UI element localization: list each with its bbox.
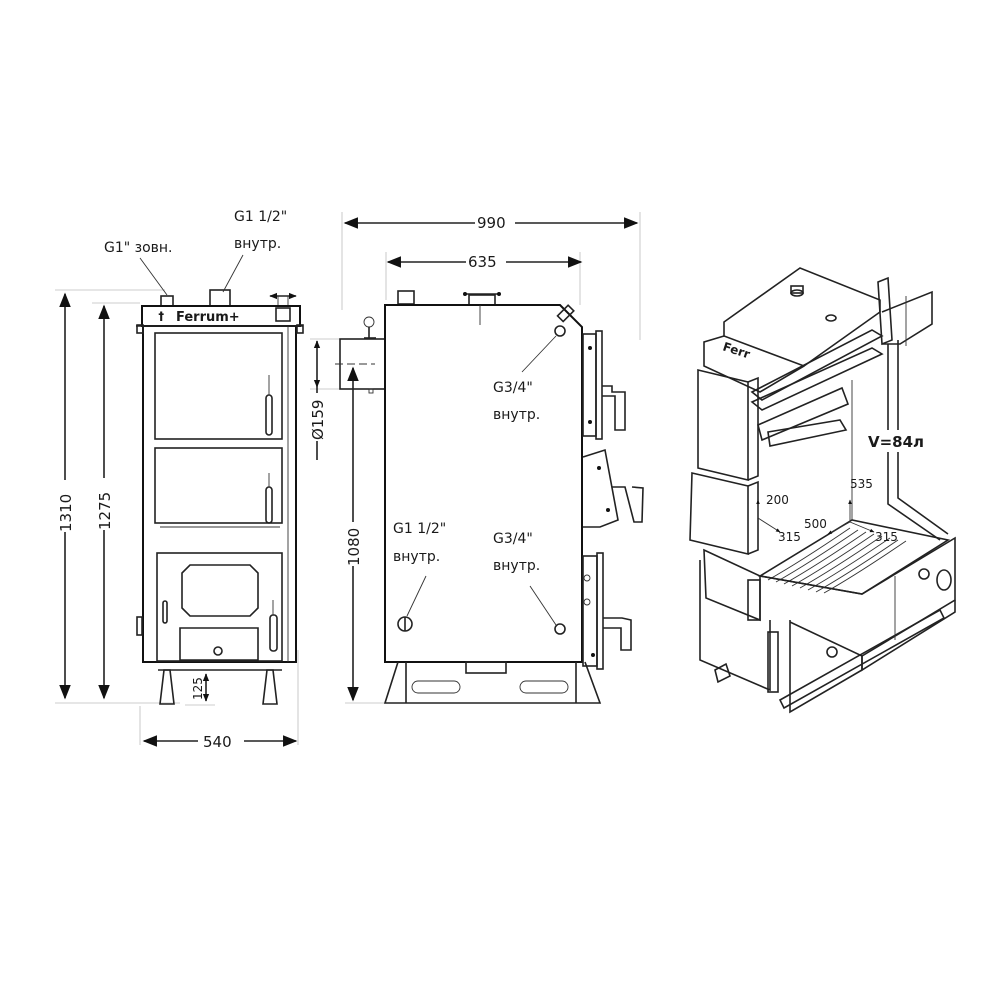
front-brand-text: Ferrum+	[176, 310, 240, 325]
g1-fitting	[160, 295, 174, 307]
middle-door	[154, 447, 283, 524]
dim-1275-label: 1275	[96, 492, 114, 530]
g1-callout-label: G1" зовн.	[104, 240, 173, 256]
side-body	[384, 304, 583, 663]
dim-990-label: 990	[477, 214, 506, 232]
iso-middle-door	[689, 471, 749, 556]
iso-upper-door	[697, 368, 749, 482]
upper-door	[154, 332, 283, 440]
top-fitting-line2: внутр.	[493, 407, 540, 423]
iso-brand-text: Ferr	[721, 340, 752, 362]
iso-volume-label: V=84л	[868, 433, 924, 451]
isometric-view: Ferr	[689, 267, 956, 714]
air-regulator-knob	[213, 646, 223, 656]
g112-callout-line1: G1 1/2"	[234, 209, 287, 225]
dim-125-label: 125	[191, 677, 205, 700]
door-profiles	[582, 330, 644, 670]
bottom-fitting-line2: внутр.	[493, 558, 540, 574]
iso-dim-315-left: 315	[778, 530, 801, 544]
iso-dim-500: 500	[804, 517, 827, 531]
front-body	[142, 325, 297, 663]
front-leg-right	[262, 669, 278, 705]
front-view: ꝉ Ferrum+ G1" зовн. G1 1/2" внутр. 1310 …	[55, 209, 304, 751]
dim-1080-label: 1080	[345, 528, 363, 566]
drain-fitting-bottom	[554, 623, 566, 635]
bottom-fitting-line1: G3/4"	[493, 531, 533, 547]
iso-dim-535: 535	[850, 477, 873, 491]
dim-635-label: 635	[468, 253, 497, 271]
front-brand-logo: ꝉ	[158, 310, 164, 324]
top-fitting-line1: G3/4"	[493, 380, 533, 396]
iso-dim-200: 200	[766, 493, 789, 507]
g112-fitting	[209, 289, 231, 307]
front-leg-left	[159, 669, 175, 705]
inspection-window	[181, 564, 259, 617]
return-fitting-line1: G1 1/2"	[393, 521, 446, 537]
dim-159-label: Ø159	[309, 400, 327, 440]
side-base	[383, 661, 602, 704]
dim-1310-label: 1310	[57, 494, 75, 532]
g112-callout-line2: внутр.	[234, 236, 281, 252]
lower-door	[156, 552, 283, 662]
return-fitting-line2: внутр.	[393, 549, 440, 565]
iso-dim-315-right: 315	[875, 530, 898, 544]
supply-fitting-top	[554, 325, 566, 337]
side-view: 990 635 Ø159 1080 G3/4" внутр. G1 1/2" в…	[308, 212, 644, 704]
dim-540-label: 540	[203, 733, 232, 751]
